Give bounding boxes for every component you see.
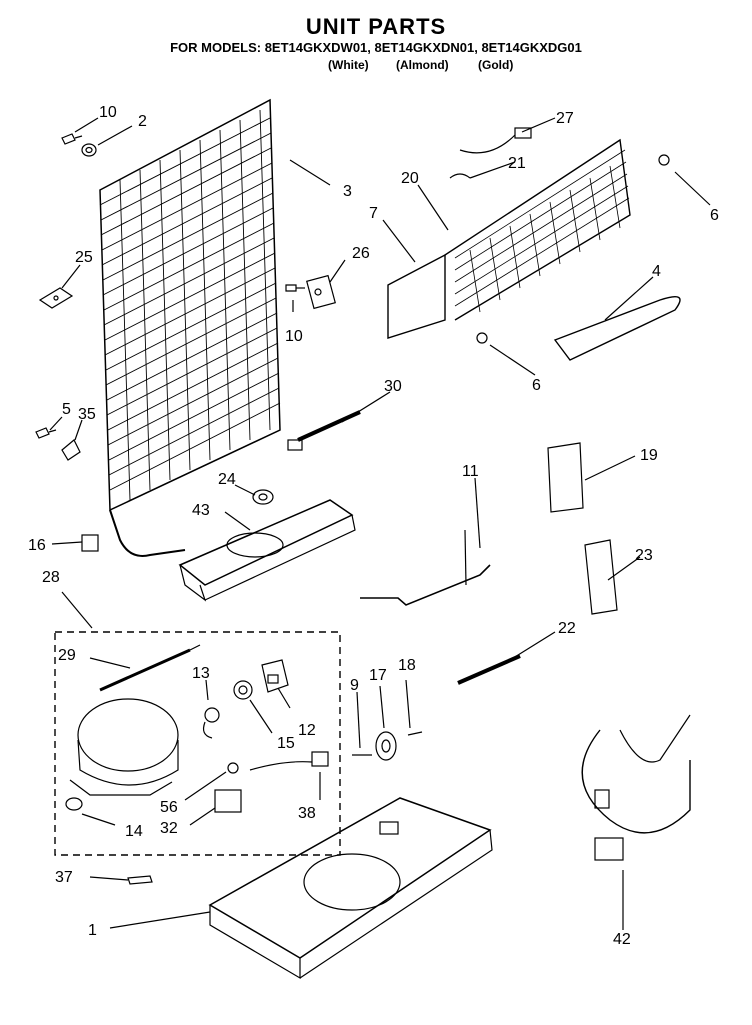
callout-19: 19 [640, 447, 658, 464]
screw-part-18 [407, 731, 423, 736]
callout-38: 38 [298, 805, 316, 822]
callout-22: 22 [558, 620, 576, 637]
callout-28: 28 [42, 569, 60, 586]
screw-part-10b [285, 284, 305, 292]
callout-30: 30 [384, 378, 402, 395]
callout-32: 32 [160, 820, 178, 837]
base-plate [208, 797, 493, 980]
leader-lines [49, 117, 711, 930]
screw-part-56 [227, 762, 239, 774]
callout-29: 29 [58, 647, 76, 664]
cover-part-12 [261, 659, 289, 693]
drain-pan [178, 499, 356, 602]
callout-37: 37 [55, 869, 73, 886]
clip-part-16 [81, 534, 99, 552]
callout-35: 35 [78, 406, 96, 423]
clip-part-37 [127, 875, 153, 885]
screw-part-6a [658, 154, 670, 166]
insulation-part-23 [584, 539, 618, 615]
models-line: FOR MODELS: 8ET14GKXDW01, 8ET14GKXDN01, … [170, 40, 582, 55]
heater-part-4 [553, 296, 681, 361]
callout-15: 15 [277, 735, 295, 752]
color-gold-label: (Gold) [478, 58, 514, 72]
callout-10-mid: 10 [285, 328, 303, 345]
overload-part-15 [233, 680, 253, 700]
evaporator-coil [387, 138, 631, 339]
callout-23: 23 [635, 547, 653, 564]
tube-part-22 [457, 654, 521, 685]
harness-part-38 [249, 751, 329, 771]
relay-part-13 [202, 707, 220, 739]
grommet-part-2 [81, 143, 97, 157]
callout-6-bottom: 6 [532, 377, 541, 394]
grommet-part-17 [375, 731, 397, 761]
screw-part-10 [61, 133, 83, 145]
callout-25: 25 [75, 249, 93, 266]
callout-13: 13 [192, 665, 210, 682]
callout-1: 1 [88, 922, 97, 939]
callout-17: 17 [369, 667, 387, 684]
compressor-assembly-box [54, 631, 341, 856]
color-white-label: (White) [328, 58, 369, 72]
callout-7: 7 [369, 205, 378, 222]
capillary-tube-part-29 [99, 644, 201, 692]
callout-21: 21 [508, 155, 526, 172]
callout-18: 18 [398, 657, 416, 674]
wire-part-11 [360, 529, 491, 606]
clip-part-35 [61, 439, 81, 461]
callout-16: 16 [28, 537, 46, 554]
wire-harness-part-42 [581, 714, 691, 861]
callout-14: 14 [125, 823, 143, 840]
condenser-coil [99, 98, 281, 557]
callout-labels: 10 2 3 26 10 25 5 35 16 24 43 28 29 13 1… [28, 104, 719, 948]
screw-part-5 [35, 427, 57, 439]
clip-part-25 [38, 287, 74, 309]
color-almond-label: (Almond) [396, 58, 449, 72]
callout-5: 5 [62, 401, 71, 418]
page-title: UNIT PARTS [305, 14, 447, 39]
screw-part-6b [476, 332, 488, 344]
grommet-part-24 [252, 489, 274, 505]
callout-56: 56 [160, 799, 178, 816]
callout-11: 11 [462, 463, 479, 480]
callout-12: 12 [298, 722, 316, 739]
callout-43: 43 [192, 502, 210, 519]
callout-3: 3 [343, 183, 352, 200]
clip-part-21 [449, 173, 471, 179]
harness-part-27 [459, 127, 532, 154]
bracket-part-26 [306, 274, 336, 310]
callout-20: 20 [401, 170, 419, 187]
callout-10-top: 10 [99, 104, 117, 121]
callout-4: 4 [652, 263, 661, 280]
callout-9: 9 [350, 677, 359, 694]
callout-2: 2 [138, 113, 147, 130]
callout-42: 42 [613, 931, 631, 948]
insulation-part-19 [547, 442, 584, 513]
compressor [65, 698, 179, 811]
callout-6-right: 6 [710, 207, 719, 224]
callout-24: 24 [218, 471, 236, 488]
callout-27: 27 [556, 110, 574, 127]
capacitor-part-32 [214, 789, 242, 813]
callout-26: 26 [352, 245, 370, 262]
